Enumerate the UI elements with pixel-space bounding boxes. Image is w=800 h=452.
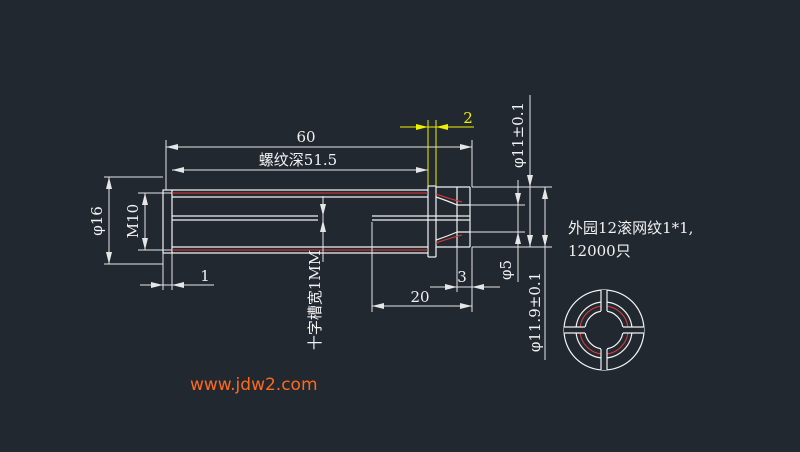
phi16-label: φ16 — [88, 206, 106, 236]
dim-phi16: φ16 — [88, 176, 163, 265]
thread-taper-top — [435, 193, 463, 203]
end-view — [563, 289, 645, 371]
phi5-label: φ5 — [497, 260, 515, 280]
dim-60-label: 60 — [296, 128, 315, 146]
phi11-label: φ11±0.1 — [509, 102, 527, 168]
watermark-text: www.jdw2.com — [190, 375, 318, 395]
part-body — [162, 185, 471, 258]
dim-2-label: 2 — [463, 109, 473, 127]
dim-60: 60 — [165, 128, 473, 190]
thread-taper-bottom — [435, 234, 463, 244]
dim-phi11-9: φ11.9±0.1 — [526, 187, 548, 360]
dim-20-label: 20 — [410, 288, 429, 306]
dim-phi11: φ11±0.1 — [472, 95, 552, 248]
knurl-note-line1: 外园12滚网纹1*1, — [568, 219, 693, 237]
cross-slot-label: 十字槽宽1MM — [306, 250, 324, 350]
dim-m10: M10 — [124, 192, 172, 251]
dim-phi5: φ5 — [470, 180, 525, 282]
dim-1-label: 1 — [200, 267, 210, 285]
dim-slot-2: 2 — [400, 109, 474, 186]
m10-label: M10 — [124, 204, 142, 238]
thread-depth-label: 螺纹深51.5 — [259, 151, 337, 169]
taper-top — [435, 196, 470, 206]
taper-bottom — [435, 231, 470, 241]
dim-flange-1: 1 — [140, 253, 214, 290]
thread-lines — [172, 192, 463, 251]
dim-thread-depth: 螺纹深51.5 — [172, 151, 429, 186]
dim-20: 20 — [371, 222, 473, 312]
dim-3-label: 3 — [457, 268, 467, 286]
dim-cross-slot: 十字槽宽1MM — [306, 196, 326, 350]
knurl-note-line2: 12000只 — [568, 242, 631, 260]
left-flange — [162, 189, 173, 254]
dim-3: 3 — [430, 247, 500, 292]
phi11-9-label: φ11.9±0.1 — [526, 272, 544, 352]
